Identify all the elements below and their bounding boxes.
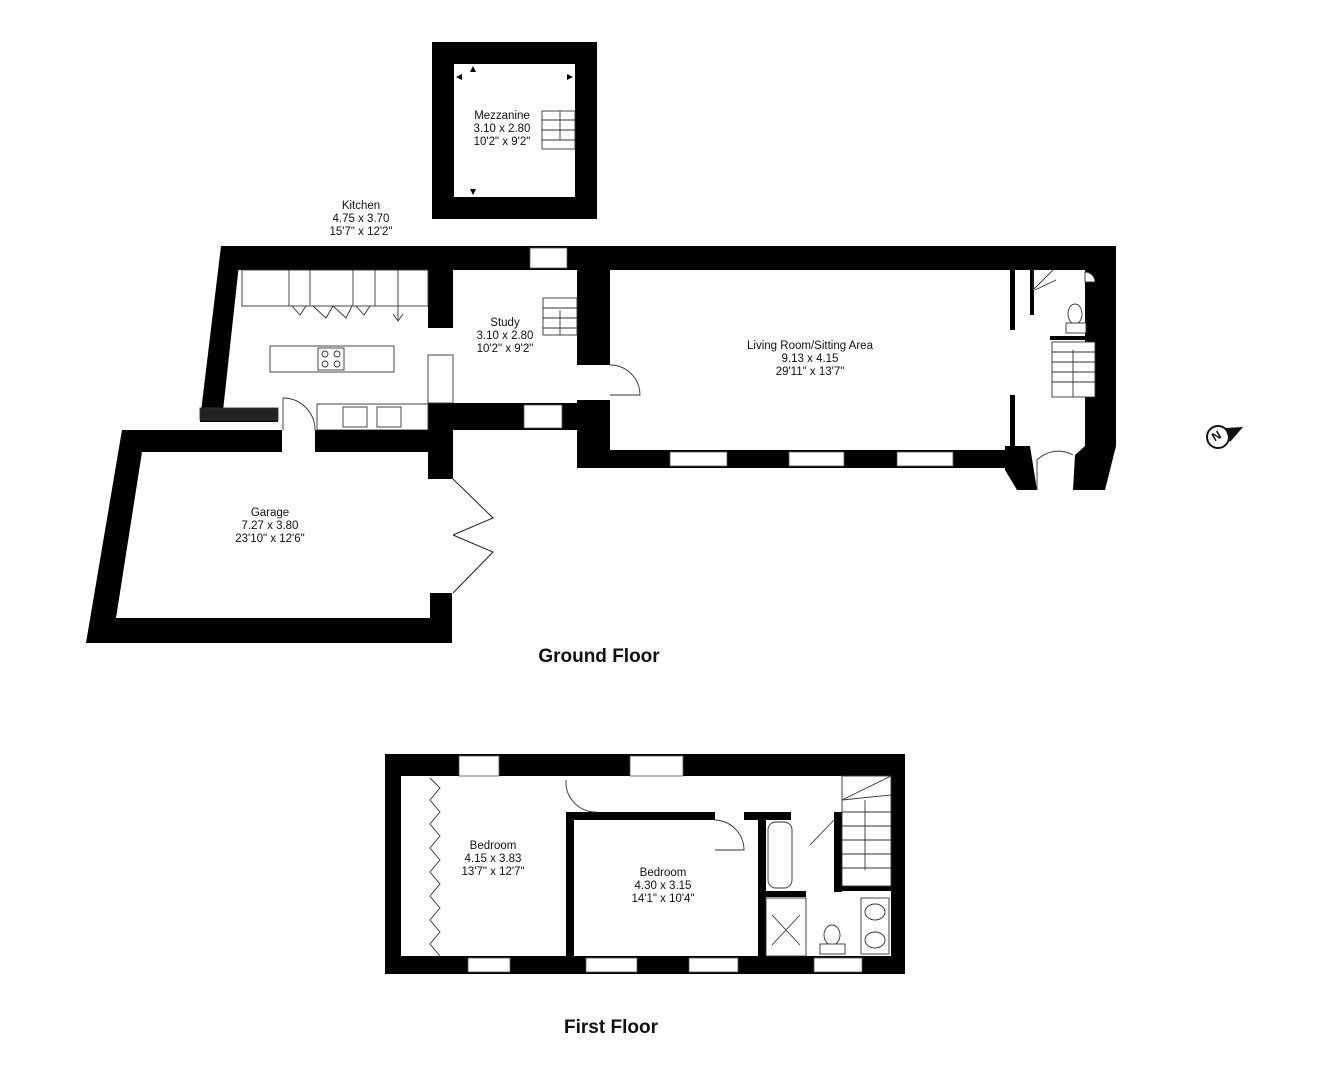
room-name: Kitchen [341, 200, 381, 212]
study-stairs [542, 297, 641, 396]
room-label-mezzanine: Mezzanine 3.10 x 2.80 10'2" x 9'2" [474, 110, 531, 149]
room-label-study: Study 3.10 x 2.80 10'2" x 9'2" [477, 317, 534, 356]
room-imperial: 10'2" x 9'2" [473, 136, 531, 148]
room-imperial: 10'2" x 9'2" [476, 343, 534, 355]
room-metric: 7.27 x 3.80 [241, 520, 299, 532]
garage-walls [86, 430, 494, 643]
room-imperial: 14'1" x 10'4" [631, 893, 695, 905]
room-metric: 9.13 x 4.15 [781, 353, 839, 365]
room-name: Mezzanine [474, 110, 530, 122]
room-label-garage: Garage 7.27 x 3.80 23'10" x 12'6" [235, 507, 304, 546]
first-floor-walls [385, 754, 905, 974]
kitchen-fixtures [199, 269, 454, 431]
room-name: Garage [250, 507, 290, 519]
room-name: Bedroom [469, 840, 517, 852]
wc-and-stairs [1032, 269, 1096, 490]
room-metric: 4.75 x 3.70 [332, 213, 390, 225]
room-imperial: 23'10" x 12'6" [235, 533, 305, 545]
room-imperial: 15'7" x 12'2" [329, 226, 393, 238]
room-label-kitchen: Kitchen 4.75 x 3.70 15'7" x 12'2" [329, 200, 392, 239]
room-name: Living Room/Sitting Area [747, 340, 873, 352]
room-metric: 4.15 x 3.83 [464, 853, 522, 865]
room-metric: 3.10 x 2.80 [473, 123, 531, 135]
room-name: Study [490, 317, 520, 329]
room-imperial: 13'7" x 12'7" [461, 866, 525, 878]
floor-title-first: First Floor [564, 1017, 658, 1038]
room-label-living-room: Living Room/Sitting Area 9.13 x 4.15 29'… [747, 340, 873, 379]
room-metric: 4.30 x 3.15 [634, 880, 692, 892]
north-compass-icon: N [1203, 422, 1247, 452]
room-label-bedroom-2: Bedroom 4.30 x 3.15 14'1" x 10'4" [631, 867, 694, 906]
room-metric: 3.10 x 2.80 [476, 330, 534, 342]
room-name: Bedroom [639, 867, 687, 879]
mezzanine-walls [432, 42, 597, 219]
room-imperial: 29'11" x 13'7" [775, 366, 845, 378]
floor-title-ground: Ground Floor [538, 646, 660, 667]
first-floor-fixtures [429, 775, 892, 957]
room-label-bedroom-1: Bedroom 4.15 x 3.83 13'7" x 12'7" [461, 840, 524, 879]
